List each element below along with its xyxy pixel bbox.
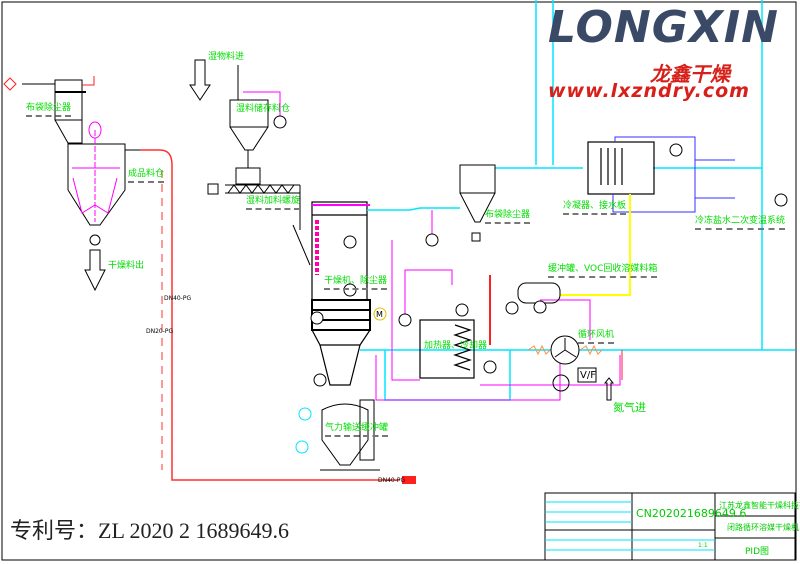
logo-url: www.lxzndry.com: [548, 80, 750, 102]
wet-storage-hopper: [229, 65, 269, 185]
safety-valve-icon: [3, 77, 17, 91]
heater-cooler: [419, 319, 475, 379]
title-scale: 1:1: [698, 542, 708, 549]
brine-pipe: [612, 136, 696, 213]
motor-icon: [373, 307, 387, 321]
pipe-end-tag: [402, 476, 416, 484]
instrument-bubbles: [310, 143, 788, 387]
label-circulating-fan: 循环风机: [578, 331, 615, 344]
patent-number: 专利号：ZL 2020 2 1689649.6: [10, 518, 290, 543]
title-product: 闭路循环溶媒干燥机: [727, 523, 799, 532]
vf-box: [577, 367, 597, 383]
pressure-gauge-icon: [298, 407, 312, 421]
label-bag-filter-mid: 布袋除尘器: [485, 211, 531, 224]
label-chilled-brine-system: 冷冻盐水二次变温系统: [695, 217, 786, 230]
dryer-tower: [311, 201, 371, 386]
motor-letter: M: [376, 310, 383, 319]
condensate-pipe: [560, 194, 631, 296]
mid-bag-filter: [459, 164, 496, 242]
wet-material-in-arrow-icon: [189, 59, 211, 101]
pipe-tag-dn40-bottom: DN40-PG: [378, 477, 406, 484]
title-block-lines: [544, 492, 796, 561]
dry-product-out-arrow-icon: [84, 249, 106, 292]
label-bag-filter-left: 布袋除尘器: [26, 104, 72, 117]
label-condenser-tray: 冷凝器、接水板: [563, 202, 627, 215]
vf-label: V/F: [580, 370, 596, 381]
condenser: [587, 141, 655, 195]
label-wet-feed-screw: 湿料加料螺旋: [246, 197, 301, 210]
nitrogen-in-arrow-icon: [603, 377, 615, 401]
pipe-tag-dn40-top: DN40-PG: [164, 295, 192, 302]
pressure-gauge-icon: [295, 440, 309, 454]
steam-pipe: [140, 149, 400, 481]
label-product-silo: 成品料仓: [128, 170, 165, 183]
label-buffer-tank: 缓冲罐、VOC回收溶媒料箱: [548, 265, 658, 278]
label-dryer-dust-collector: 干燥机、除尘器: [324, 277, 388, 290]
wet-feed-screw: [207, 183, 311, 266]
label-heater-cooler: 加热器、冷却器: [424, 341, 488, 351]
logo-brand: LONGXIN: [548, 2, 779, 53]
left-bag-filter: [22, 79, 86, 144]
label-pneumatic-tank: 气力输送缓冲罐: [325, 424, 389, 437]
title-company: 江苏龙鑫智能干燥科技有限公司: [719, 501, 800, 510]
logo-brand-cn: 龙鑫干燥: [650, 62, 730, 86]
label-nitrogen-in: 氮气进: [613, 401, 646, 414]
level-indicator-icon: [273, 115, 287, 129]
title-drawing-type: PID图: [745, 547, 770, 557]
pipe-tag-dn20: DN20-PG: [146, 328, 174, 335]
product-silo: [67, 143, 140, 226]
label-dry-product-out: 干燥料出: [108, 261, 145, 271]
label-wet-storage-hopper: 湿料储存料仓: [236, 104, 291, 114]
pneumatic-conveying-tank: [320, 399, 380, 471]
label-wet-material-in: 湿物料进: [208, 52, 245, 62]
silo-internals: [72, 121, 120, 222]
rotary-valve-icon: [89, 234, 101, 246]
fan-motor-icon: [552, 374, 570, 392]
title-drawing-no: CN202021689649.6: [636, 507, 747, 520]
